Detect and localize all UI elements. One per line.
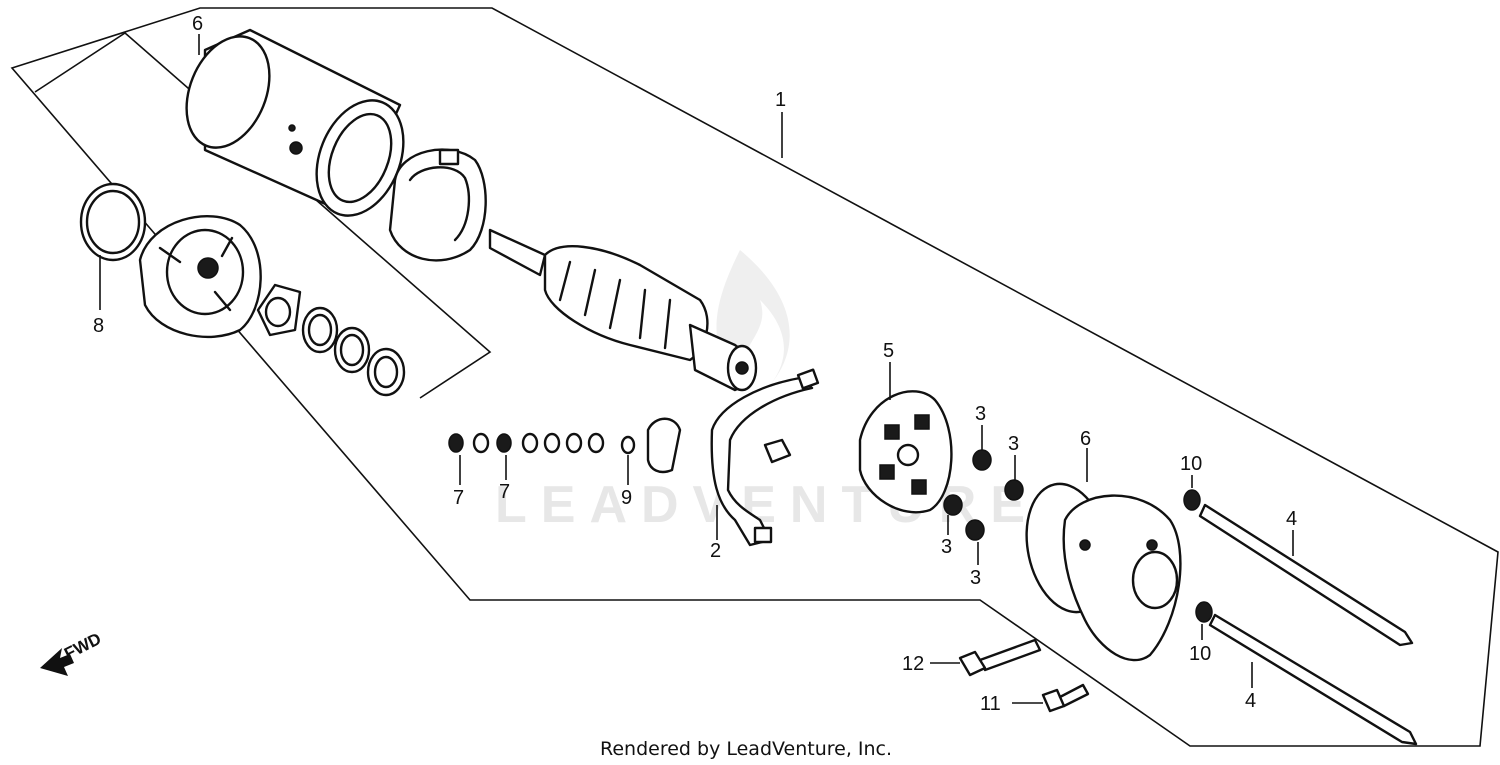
leader-lines bbox=[99, 34, 1294, 704]
callout-3c: 3 bbox=[941, 536, 952, 558]
bolt-o-ring-lower bbox=[1195, 601, 1213, 623]
callout-12: 12 bbox=[902, 653, 924, 675]
forward-direction-indicator: FWD bbox=[40, 629, 104, 676]
callout-6a: 6 bbox=[192, 13, 203, 35]
callout-1: 1 bbox=[775, 89, 786, 111]
through-bolts bbox=[1198, 503, 1418, 746]
callout-9: 9 bbox=[621, 487, 632, 509]
brush-holder-bracket bbox=[710, 368, 820, 547]
bolt-12 bbox=[958, 638, 1042, 677]
o-ring bbox=[79, 182, 147, 262]
callout-6b: 6 bbox=[1080, 428, 1091, 450]
assembly-outline bbox=[10, 7, 1499, 747]
callout-4a: 4 bbox=[1286, 508, 1297, 530]
callout-7b: 7 bbox=[499, 481, 510, 503]
bolt-o-ring-upper bbox=[1183, 489, 1201, 511]
callout-10b: 10 bbox=[1189, 643, 1211, 665]
magnet-shell bbox=[388, 148, 487, 262]
front-cover bbox=[138, 215, 262, 338]
armature bbox=[488, 228, 758, 392]
bolt-11 bbox=[1041, 683, 1090, 713]
callout-11: 11 bbox=[980, 693, 1001, 715]
rear-cover bbox=[1025, 482, 1182, 662]
insulator bbox=[620, 417, 682, 474]
callout-7a: 7 bbox=[453, 487, 464, 509]
callout-5: 5 bbox=[883, 340, 894, 362]
washer-stack bbox=[448, 432, 605, 454]
yoke-housing bbox=[185, 28, 405, 217]
fwd-label: FWD bbox=[61, 629, 104, 664]
callout-2: 2 bbox=[710, 540, 721, 562]
callout-3b: 3 bbox=[1008, 433, 1019, 455]
callout-8: 8 bbox=[93, 315, 104, 337]
callout-10a: 10 bbox=[1180, 453, 1202, 475]
forward-arrow-icon bbox=[40, 648, 74, 676]
footer-credit: Rendered by LeadVenture, Inc. bbox=[600, 738, 892, 760]
callout-3d: 3 bbox=[970, 567, 981, 589]
brush-holder bbox=[858, 390, 953, 514]
callout-3a: 3 bbox=[975, 403, 986, 425]
callout-4b: 4 bbox=[1245, 690, 1256, 712]
washer-set bbox=[256, 283, 406, 397]
